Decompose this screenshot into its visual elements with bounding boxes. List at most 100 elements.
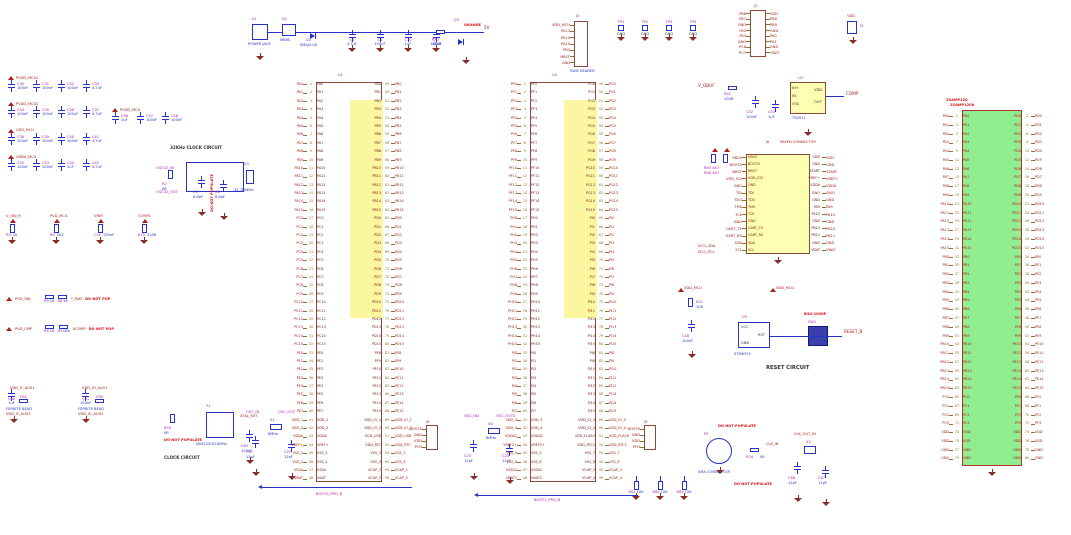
ic-pin-row: PE5 PE5 PE13 PE13 <box>276 393 422 397</box>
ic-pin-row: PA13 PA13 PB13 PB13 <box>276 191 422 195</box>
pin-name: PA15 <box>317 207 326 212</box>
pin-stub <box>949 221 953 223</box>
jumper-j3[interactable]: VDD J3 <box>843 14 873 50</box>
capacitor[interactable]: C1 4.7uF <box>343 30 361 53</box>
cap-bank[interactable]: VDD_MCU C38 100nF C39 100nF <box>8 127 104 145</box>
capacitor[interactable]: C41 4.7uF <box>83 132 104 145</box>
capacitor[interactable]: C10 1uF <box>399 30 417 53</box>
capacitor[interactable]: C35 100nF <box>33 106 54 119</box>
cap-bank[interactable]: VDDA_MCU C42 100nF C43 100nF <box>8 153 104 171</box>
ferrite-filter[interactable]: VDD_IF_AUX1 C60 1uF FB1 FERRITE BEAD VDD… <box>6 386 68 423</box>
capacitor[interactable]: C37 4.7uF <box>83 106 104 119</box>
header-j2[interactable]: J2 PB6 VDD PB7 PB8 GND PB9 <box>712 4 808 62</box>
cap-value: 100nF <box>682 339 694 343</box>
capacitor[interactable]: C40 100nF <box>58 132 79 145</box>
pin-number <box>597 385 605 388</box>
bias-item[interactable]: V_OBJ_R R3 1K <box>6 214 34 245</box>
pin-name: PI8 <box>589 283 595 288</box>
capacitor[interactable]: C31 100nF <box>33 80 54 93</box>
pvdd-cap-group[interactable]: PVDD_MCU C46 1uF C47 100nF C48 100nF <box>112 106 183 125</box>
boot-pins: BOOT0 GND VDD PH3 <box>614 426 644 450</box>
mcu-ic1[interactable]: PA0 PA0 PB0 PB0 PA1 PA1 PB1 PB1 PA2 PA2 <box>276 80 422 484</box>
capacitor[interactable]: C45 4.7uF <box>83 158 104 171</box>
pin-stub <box>746 46 750 48</box>
pin-number <box>307 284 315 287</box>
pin-name: PG2 <box>588 98 595 103</box>
capacitor[interactable]: C36 100nF <box>58 106 79 119</box>
pin-number <box>307 217 315 220</box>
pull-resistor[interactable]: R62 10K <box>652 476 668 501</box>
pin-name: GND <box>812 197 820 202</box>
ic-pin-row: PA15 PA15 PB15 PB15 <box>276 207 422 212</box>
swd-header[interactable]: J4 VDD_MCU PA13 PA14 PA15 PB3 NRST <box>530 14 608 73</box>
capacitor[interactable]: C38 100nF <box>8 132 29 145</box>
testpoint[interactable]: TP2 GND <box>638 20 652 42</box>
power-entry[interactable]: K1 POWER JACK D1 MB6S D2 SMAJ5.0A C1 4.7… <box>248 10 496 72</box>
capacitor[interactable]: C30 100nF <box>8 80 29 93</box>
testpoint-icon <box>690 25 696 32</box>
pin-name: PB9 <box>374 157 381 162</box>
mcu-ic2[interactable]: PF0 PF0 PG0 PG0 PF1 PF1 PG1 PG1 PF2 PF2 <box>490 80 636 484</box>
capacitor[interactable]: C34 100nF <box>8 106 29 119</box>
capacitor[interactable]: C2 100nF <box>371 30 389 53</box>
mixed-connector[interactable]: J6 MIXED CONNECTOR R45 4K7 R46 4K7 VBUS … <box>698 140 873 265</box>
crystal-x4-circuit[interactable]: OSC_IN2 OSC_OUT2 X4 8MHz C23 12pF C24 12… <box>464 414 526 484</box>
pin-number <box>521 167 529 170</box>
buffer-amp-circuit[interactable]: V_OBUF R41 100R C52 100nF C53 1uF U2 IN+… <box>698 76 870 136</box>
capacitor[interactable]: C46 1uF <box>112 112 133 125</box>
pin-number <box>1023 335 1031 338</box>
pin-number <box>383 91 391 94</box>
capacitor[interactable]: C33 4.7uF <box>83 80 104 93</box>
swd-pins: VDD_MCU PA13 PA14 PA15 PB3 NRST GND <box>530 22 574 66</box>
capacitor[interactable]: C44 1uF <box>58 158 79 171</box>
resistor-icon <box>750 448 759 452</box>
capacitor-icon <box>83 132 90 145</box>
crystal-x1-circuit[interactable]: OSC_IN OSC_OUT X1 8MHz C21 12pF C22 12pF <box>246 410 308 480</box>
pin-stub <box>391 184 395 186</box>
capacitor[interactable]: C32 100nF <box>58 80 79 93</box>
pin-row: PB3 <box>530 47 574 53</box>
pin-number <box>521 268 529 271</box>
pull-resistor[interactable]: R63 10K <box>676 476 692 501</box>
net-label: PD1 <box>1035 122 1042 127</box>
pin-name: PH7 <box>531 274 538 279</box>
bias-item[interactable]: PVD_MCU R4 2K2 <box>50 214 78 245</box>
pull-resistor[interactable]: R61 10K <box>628 476 644 501</box>
cap-ref: C39 <box>42 134 50 139</box>
testpoint[interactable]: TP4 GND <box>686 20 700 42</box>
sma-connector-circuit[interactable]: DO NOT POPULATE P2 SMA CONNECTOR R34 0R … <box>698 422 790 498</box>
net-label: PB13 <box>940 368 949 373</box>
ic-pin-row: PJ1 PJ1 PJ9 PJ9 <box>490 359 636 363</box>
cap-bank[interactable]: PVDD_MCU2 C34 100nF C35 100nF <box>8 100 104 119</box>
clock-circuit[interactable]: R50 0R Y1 NX3225GD-8MHz DO NOT POPULATE … <box>156 398 266 468</box>
board-connector[interactable]: PA0 PA0 PD0 PD0 PA1 PA1 PD1 PD1 PA2 PA2 <box>926 110 1058 466</box>
bias-item[interactable]: VREF C50 220nF <box>94 214 122 245</box>
capacitor[interactable]: C47 100nF <box>137 112 158 125</box>
cap-value: 6.8pF <box>215 195 226 199</box>
clock-32khz-circuit[interactable]: 32KHz CLOCK CIRCUIT OSC32_IN OSC32_OUT R… <box>156 145 260 220</box>
capacitor[interactable]: C48 100nF <box>162 112 183 125</box>
capacitor[interactable]: C43 100nF <box>33 158 54 171</box>
boot-header-j9[interactable]: J9 BOOT0 GND VDD PH3 <box>614 420 660 452</box>
net-label: PC1 <box>296 224 303 229</box>
testpoint[interactable]: TP3 GND <box>662 20 676 42</box>
reset-circuit[interactable]: VDD_MCU VDD_MCU R21 10K C18 100nF U5 VCC… <box>676 284 874 380</box>
cap-bank[interactable]: PVDD_MCU1 C30 100nF C31 100nF <box>8 74 104 93</box>
pin-name: BOOT0 <box>748 162 760 166</box>
capacitor[interactable]: C42 100nF <box>8 158 29 171</box>
net-label: SWO <box>826 191 835 196</box>
pin-number <box>597 167 605 170</box>
capacitor-icon <box>33 106 40 119</box>
capacitor[interactable]: C39 100nF <box>33 132 54 145</box>
bias-item[interactable]: COMP1 R15 220R <box>138 214 166 245</box>
testpoint[interactable]: TP1 GND <box>614 20 628 42</box>
ic-pin-row: PA11 PA11 PB11 PB11 <box>276 174 422 178</box>
crystal-x2-circuit[interactable]: CLK_OUT_IN X2 C66 12pF C67 12pF <box>788 432 848 506</box>
boot-header-j8[interactable]: J8 BOOT0 GND VDD PH3 <box>396 420 442 452</box>
ferrite-filter[interactable]: VDD_IO_AUX1 C61 100nF FB2 FERRITE BEAD V… <box>78 386 140 423</box>
pin-number <box>1023 282 1031 285</box>
ic-pin-row: PF4 PF4 PG4 PG4 <box>490 116 636 120</box>
